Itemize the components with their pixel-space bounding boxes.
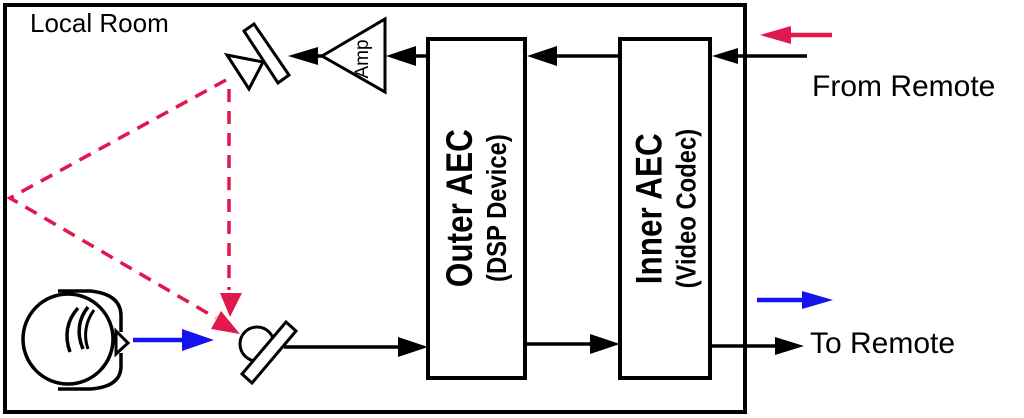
outer-aec-title: Outer AEC [439,129,480,288]
outer-aec-subtitle: (DSP Device) [481,134,512,283]
arrowhead-into-amp-icon [386,46,416,66]
outer-aec-block [426,37,527,380]
arrowhead-to-remote-icon [775,337,804,355]
microphone-icon [238,319,299,386]
from-remote-label: From Remote [812,70,996,103]
inner-aec-subtitle: (Video Codec) [670,129,701,289]
outer-aec-label: Outer AEC (DSP Device) [428,39,525,378]
speaker-baffle [241,21,292,86]
inner-aec-label: Inner AEC (Video Codec) [621,40,711,379]
amp-label: Amp [352,39,373,79]
from-remote-red-arrowhead-icon [760,26,791,44]
arrowhead-into-speaker-icon [288,47,318,65]
echo-reflected-path [6,78,227,320]
person-head-top-view-icon [21,289,131,391]
nose [114,327,131,358]
shoulders-outline [58,289,123,391]
speech-path-arrowhead-icon [182,329,214,351]
hair-stroke [65,306,80,353]
echo-reflected-arrowhead-icon [211,311,240,334]
echo-direct-arrowhead-icon [220,293,242,317]
hair-stroke [84,309,96,350]
local-room-label: Local Room [30,8,169,38]
hair-stroke [77,305,90,350]
arrowhead-into-inner-bottom-icon [590,334,620,354]
arrowhead-into-outer-aec-icon [527,46,557,66]
to-remote-blue-arrowhead-icon [802,291,833,309]
loudspeaker-icon [223,21,292,92]
mic-stand [239,319,299,386]
speaker-cone [223,52,266,92]
inner-aec-title: Inner AEC [628,133,669,285]
amp-triangle-icon [319,16,387,95]
arrowhead-into-inner-aec-icon [712,48,738,64]
arrowhead-mic-into-outer-icon [398,337,428,357]
inner-aec-block [618,37,712,380]
to-remote-label: To Remote [810,327,956,360]
